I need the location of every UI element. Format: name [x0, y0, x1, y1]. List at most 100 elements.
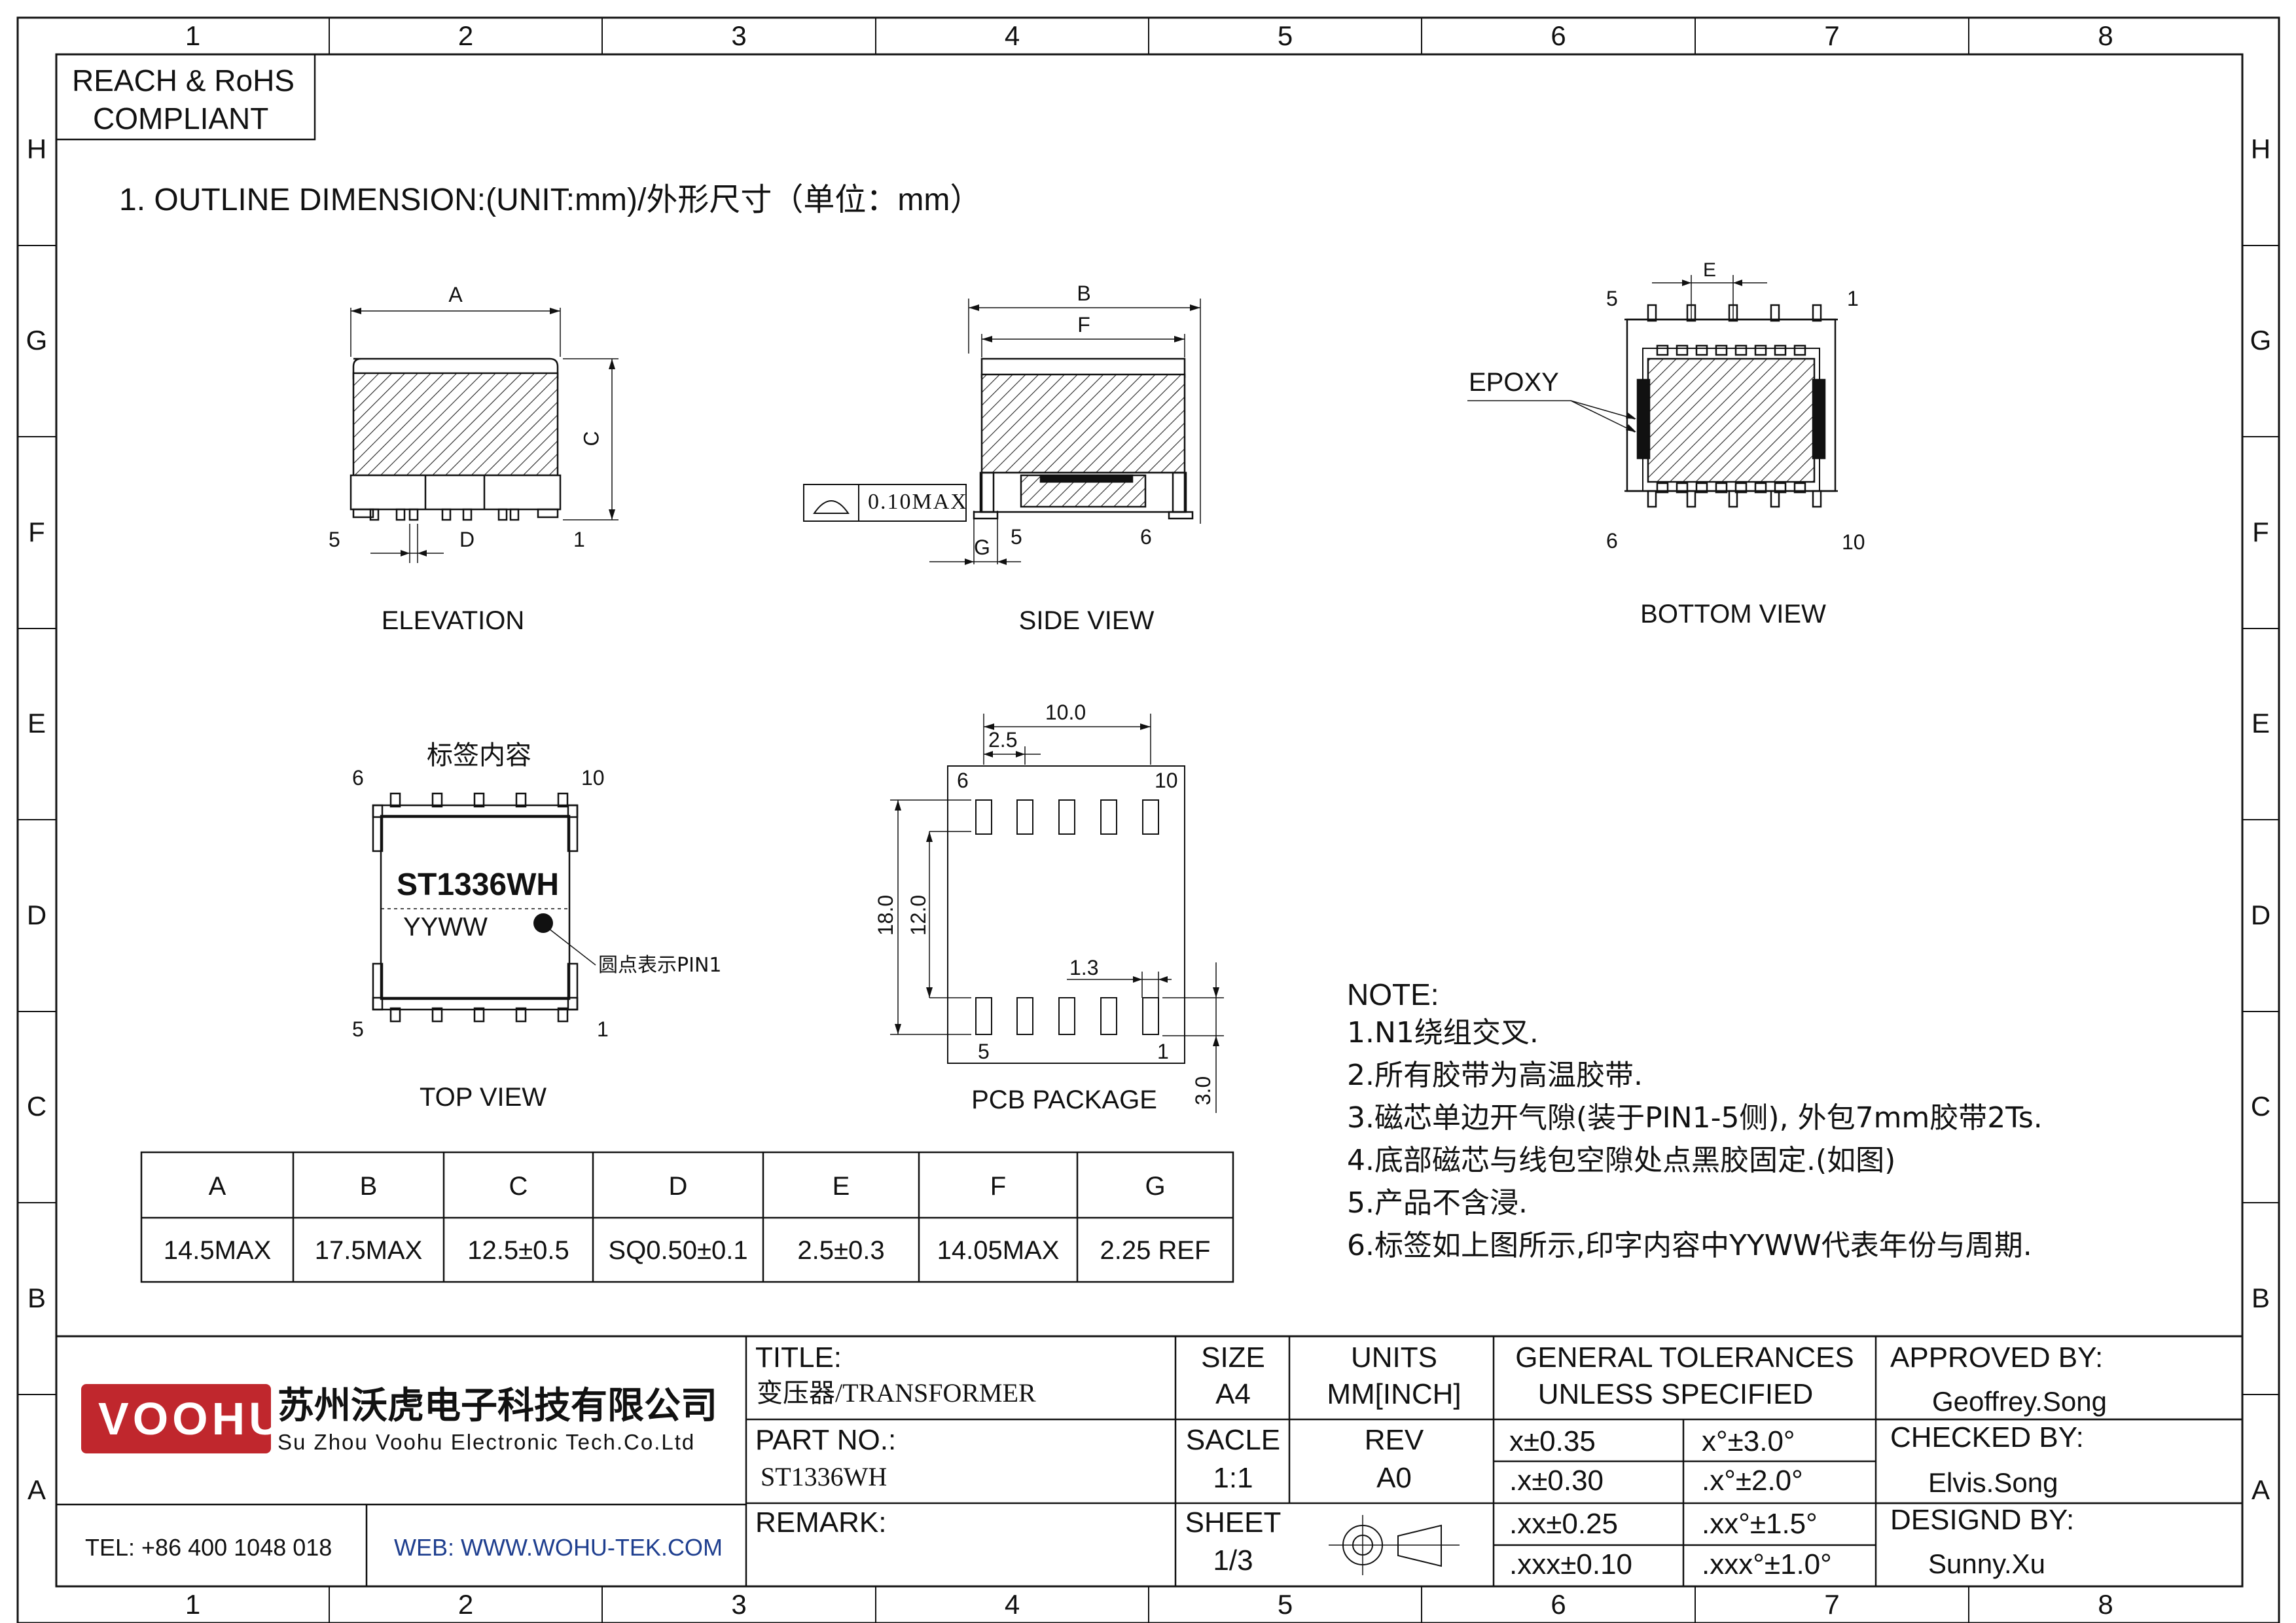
zone-col-bottom: 7	[1824, 1589, 1840, 1620]
company-name-cn: 苏州沃虎电子科技有限公司	[278, 1385, 717, 1427]
epoxy-label: EPOXY	[1469, 368, 1559, 397]
zone-col-top: 1	[185, 20, 201, 51]
pin	[1812, 304, 1822, 322]
units-label: UNITS	[1351, 1341, 1437, 1374]
zone-row-left: H	[26, 134, 47, 164]
scale-value: 1:1	[1213, 1462, 1253, 1494]
side-pin5: 5	[1011, 525, 1022, 549]
pin	[1647, 304, 1657, 322]
title-label: TITLE:	[755, 1341, 842, 1374]
bottom-view	[1467, 275, 1838, 508]
zone-col-top: 3	[731, 20, 747, 51]
zone-col-bottom: 1	[185, 1589, 201, 1620]
winding-pin	[1793, 344, 1806, 356]
elevation-pin1: 1	[573, 528, 585, 551]
winding-pin	[1656, 482, 1669, 494]
top-pin6: 6	[352, 766, 364, 790]
winding-pin	[1754, 482, 1767, 494]
side-pin6: 6	[1140, 525, 1152, 549]
tolerance-angular: x°±3.0°	[1702, 1425, 1795, 1457]
web-link[interactable]: WEB: WWW.WOHU-TEK.COM	[394, 1534, 723, 1561]
voohu-logo	[81, 1384, 271, 1453]
approved-value: Geoffrey.Song	[1932, 1386, 2107, 1417]
pcb-pad	[1142, 997, 1159, 1035]
tolerance-angular: .xx°±1.5°	[1702, 1508, 1818, 1540]
tel-text: TEL: +86 400 1048 018	[85, 1534, 332, 1561]
dim-b-label: B	[1077, 282, 1091, 305]
remark-label: REMARK:	[755, 1506, 887, 1539]
compliance-line1: REACH & RoHS	[72, 64, 295, 98]
size-label: SIZE	[1201, 1341, 1265, 1374]
dim-table-header: B	[359, 1172, 378, 1201]
pin	[1770, 304, 1780, 322]
top-pin1: 1	[597, 1017, 609, 1041]
zone-col-top: 5	[1277, 20, 1293, 51]
winding-pin	[1695, 344, 1708, 356]
zone-ticks	[18, 18, 2279, 1623]
pin	[515, 1007, 527, 1023]
dim-table-header: G	[1145, 1172, 1166, 1201]
top-body	[380, 814, 571, 1000]
winding-pin	[1676, 344, 1689, 356]
title-value: 变压器/TRANSFORMER	[757, 1378, 1036, 1408]
notes-title: NOTE:	[1347, 977, 1439, 1012]
zone-row-left: A	[27, 1474, 46, 1505]
note-item: 6.标签如上图所示,印字内容中YYWW代表年份与周期.	[1347, 1229, 2032, 1262]
logo-text: VOOHU	[98, 1393, 286, 1444]
tolerance-linear: .xx±0.25	[1509, 1508, 1619, 1540]
pcb-pad	[1016, 997, 1033, 1035]
title-block	[56, 1335, 2242, 1586]
pcb-pad	[1016, 799, 1033, 835]
pcb-dim-pad-height: 3.0	[1191, 1076, 1215, 1106]
pin	[473, 1007, 485, 1023]
dim-table-header: C	[509, 1172, 528, 1201]
bottom-pin1: 1	[1847, 287, 1859, 310]
winding-pin	[1734, 344, 1748, 356]
note-item: 4.底部磁芯与线包空隙处点黑胶固定.(如图)	[1347, 1144, 1896, 1177]
zone-row-right: A	[2251, 1474, 2270, 1505]
bottom-pin10: 10	[1842, 530, 1865, 554]
tolerance-linear: .xxx±0.10	[1509, 1548, 1633, 1580]
tolerance-linear: x±0.35	[1509, 1425, 1596, 1457]
zone-row-right: H	[2250, 134, 2271, 164]
pcb-outline	[947, 765, 1185, 1064]
dim-a-label: A	[448, 283, 463, 306]
pin	[431, 792, 443, 808]
pin	[389, 1007, 401, 1023]
approved-label: APPROVED BY:	[1890, 1341, 2104, 1374]
flatness-frame	[803, 484, 967, 522]
zone-col-top: 7	[1824, 20, 1840, 51]
zone-col-top: 6	[1551, 20, 1566, 51]
label-part-number: ST1336WH	[397, 867, 560, 902]
zone-row-right: G	[2250, 325, 2272, 356]
pcb-dim-inner: 12.0	[906, 894, 931, 936]
zone-row-left: C	[26, 1091, 47, 1122]
pin	[1647, 490, 1657, 508]
dim-e-label: E	[1703, 259, 1717, 281]
designed-label: DESIGND BY:	[1890, 1504, 2075, 1536]
epoxy-left	[1636, 378, 1651, 460]
pin	[557, 1007, 569, 1023]
pcb-pin6: 6	[957, 769, 969, 792]
winding-pin	[1734, 482, 1748, 494]
zone-row-right: D	[2250, 899, 2271, 930]
zone-col-bottom: 5	[1277, 1589, 1293, 1620]
elevation-view	[350, 308, 619, 563]
zone-row-left: D	[26, 899, 47, 930]
pcb-dim-pitch: 2.5	[988, 728, 1018, 752]
winding-pin	[1715, 344, 1728, 356]
tolerance-title-2: UNLESS SPECIFIED	[1537, 1378, 1814, 1410]
tolerance-angular: .x°±2.0°	[1702, 1465, 1803, 1497]
dim-table-value: SQ0.50±0.1	[608, 1236, 748, 1265]
dim-c-label: C	[579, 431, 603, 447]
elevation-pin5: 5	[329, 528, 340, 551]
dim-f-label: F	[1077, 313, 1090, 337]
top-pin10: 10	[581, 766, 605, 790]
pcb-dim-height: 18.0	[874, 894, 898, 936]
part-label: PART NO.:	[755, 1424, 897, 1456]
zone-col-bottom: 3	[731, 1589, 747, 1620]
pcb-pad	[1058, 799, 1075, 835]
pin1-note: 圆点表示PIN1	[598, 954, 722, 977]
pcb-package-title: PCB PACKAGE	[971, 1085, 1157, 1114]
